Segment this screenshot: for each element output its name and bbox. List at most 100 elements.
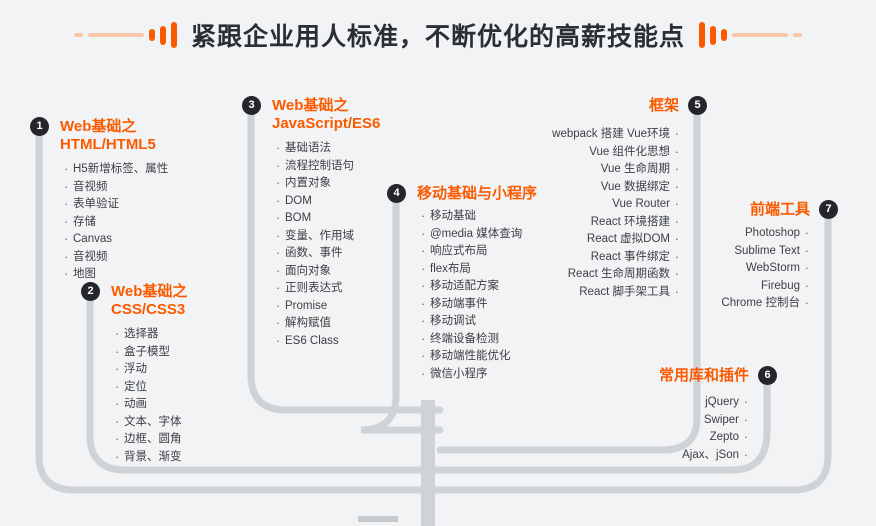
list-item: Sublime Text <box>670 242 810 261</box>
list-item: 音视频 <box>63 248 168 267</box>
list-item: 定位 <box>114 378 182 397</box>
node-3-title: Web基础之 JavaScript/ES6 <box>272 97 380 133</box>
list-item: 动画 <box>114 395 182 414</box>
list-item: Vue 生命周期 <box>480 160 680 179</box>
list-item: Vue 数据绑定 <box>480 178 680 197</box>
list-item: ES6 Class <box>275 332 354 351</box>
list-item: 正则表达式 <box>275 279 354 298</box>
deco-bar-icon <box>699 22 705 48</box>
node-2-badge[interactable]: 2 <box>81 282 100 301</box>
branch-stem-6 <box>436 376 771 474</box>
node-4-badge[interactable]: 4 <box>387 184 406 203</box>
node-5-title-line1: 框架 <box>648 97 679 114</box>
list-item: 选择器 <box>114 325 182 344</box>
node-7-title: 前端工具 <box>720 201 810 219</box>
node-1-badge[interactable]: 1 <box>30 117 49 136</box>
node-2-list: 选择器 盒子模型 浮动 定位 动画 文本、字体 边框、圆角 背景、渐变 <box>114 325 182 467</box>
list-item: Vue Router <box>480 195 680 214</box>
node-3-title-line2: JavaScript/ES6 <box>272 115 381 132</box>
node-1-list: H5新增标签、属性 音视频 表单验证 存储 Canvas 音视频 地图 <box>63 160 168 284</box>
list-item: Chrome 控制台 <box>670 294 810 313</box>
list-item: React 脚手架工具 <box>480 283 680 302</box>
node-7-list: Photoshop Sublime Text WebStorm Firebug … <box>670 224 810 313</box>
bars-decoration-right-icon <box>699 22 802 48</box>
list-item: flex布局 <box>420 260 522 279</box>
branch-stem-2 <box>86 294 444 474</box>
list-item: Vue 组件化思想 <box>480 143 680 162</box>
list-item: 地图 <box>63 265 168 284</box>
node-5-list: webpack 搭建 Vue环境 Vue 组件化思想 Vue 生命周期 Vue … <box>480 125 680 302</box>
node-1-title-line2: HTML/HTML5 <box>60 136 156 153</box>
list-item: webpack 搭建 Vue环境 <box>480 125 680 144</box>
list-item: 存储 <box>63 213 168 232</box>
branch-stem-7 <box>436 211 832 494</box>
branch-stem-3 <box>247 108 444 414</box>
list-item: 浮动 <box>114 360 182 379</box>
list-item: 移动调试 <box>420 312 522 331</box>
tree-base <box>358 516 398 522</box>
node-6-badge[interactable]: 6 <box>758 366 777 385</box>
list-item: 盒子模型 <box>114 343 182 362</box>
list-item: 移动端事件 <box>420 295 522 314</box>
node-3-list: 基础语法 流程控制语句 内置对象 DOM BOM 变量、作用域 函数、事件 面向… <box>275 139 354 351</box>
list-item: 微信小程序 <box>420 365 522 384</box>
list-item: DOM <box>275 192 354 211</box>
node-7-title-line1: 前端工具 <box>749 201 810 218</box>
list-item: 解构赋值 <box>275 314 354 333</box>
list-item: 面向对象 <box>275 262 354 281</box>
node-3-badge[interactable]: 3 <box>242 96 261 115</box>
list-item: BOM <box>275 209 354 228</box>
list-item: 函数、事件 <box>275 244 354 263</box>
list-item: 文本、字体 <box>114 413 182 432</box>
list-item: Ajax、jSon <box>589 446 749 465</box>
page-title: 紧跟企业用人标准，不断优化的高薪技能点 <box>190 23 685 51</box>
list-item: 流程控制语句 <box>275 157 354 176</box>
list-item: 变量、作用域 <box>275 227 354 246</box>
deco-line-icon <box>732 33 788 37</box>
page-header: 紧跟企业用人标准，不断优化的高薪技能点 <box>0 12 876 58</box>
bars-decoration-left-icon <box>73 22 177 48</box>
node-1-title: Web基础之 HTML/HTML5 <box>60 118 156 154</box>
list-item: Firebug <box>670 277 810 296</box>
list-item: React 生命周期函数 <box>480 265 680 284</box>
node-2-title-line1: Web基础之 <box>111 283 188 300</box>
branch-stem-1 <box>35 129 444 494</box>
list-item: 终端设备检测 <box>420 330 522 349</box>
list-item: 基础语法 <box>275 139 354 158</box>
deco-bar-icon <box>159 25 166 45</box>
deco-bar-icon <box>710 25 716 45</box>
tree-trunk <box>421 400 435 526</box>
node-1-title-line1: Web基础之 <box>60 118 137 135</box>
deco-dash-icon <box>793 33 802 37</box>
list-item: H5新增标签、属性 <box>63 160 168 179</box>
list-item: 内置对象 <box>275 174 354 193</box>
node-6-title: 常用库和插件 <box>639 367 749 385</box>
branch-stem-4 <box>360 196 444 434</box>
deco-line-icon <box>87 33 144 37</box>
list-item: Swiper <box>589 411 749 430</box>
list-item: React 环境搭建 <box>480 213 680 232</box>
list-item: 响应式布局 <box>420 242 522 261</box>
list-item: Zepto <box>589 428 749 447</box>
deco-bar-icon <box>721 29 727 41</box>
list-item: 移动端性能优化 <box>420 347 522 366</box>
list-item: Promise <box>275 297 354 316</box>
node-2-title-line2: CSS/CSS3 <box>111 301 186 318</box>
deco-bar-icon <box>148 29 155 41</box>
node-3-title-line1: Web基础之 <box>272 97 349 114</box>
list-item: Canvas <box>63 230 168 249</box>
deco-bar-icon <box>170 22 177 48</box>
node-5-badge[interactable]: 5 <box>688 96 707 115</box>
list-item: Photoshop <box>670 224 810 243</box>
list-item: React 事件绑定 <box>480 248 680 267</box>
node-5-title: 框架 <box>609 97 679 115</box>
node-2-title: Web基础之 CSS/CSS3 <box>111 283 187 319</box>
list-item: 边框、圆角 <box>114 430 182 449</box>
node-6-list: jQuery Swiper Zepto Ajax、jSon <box>589 393 749 465</box>
list-item: 背景、渐变 <box>114 448 182 467</box>
list-item: React 虚拟DOM <box>480 230 680 249</box>
node-6-title-line1: 常用库和插件 <box>658 367 749 384</box>
list-item: 移动基础 <box>420 207 522 226</box>
node-7-badge[interactable]: 7 <box>819 200 838 219</box>
